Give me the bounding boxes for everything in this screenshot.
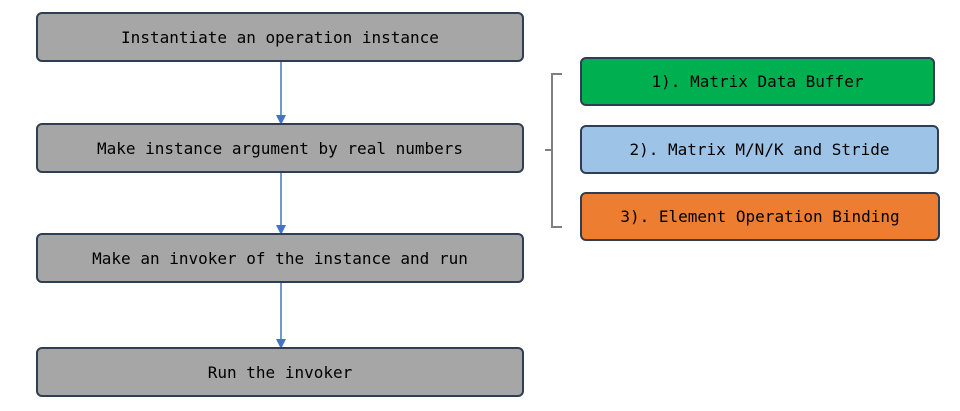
step-make-invoker-and-run: Make an invoker of the instance and run (36, 233, 524, 283)
argument-matrix-mnk-stride: 2). Matrix M/N/K and Stride (580, 125, 939, 174)
argument-bracket (545, 73, 562, 228)
argument-matrix-data-buffer: 1). Matrix Data Buffer (580, 57, 935, 106)
argument-element-operation-binding: 3). Element Operation Binding (580, 192, 940, 241)
step-make-instance-argument: Make instance argument by real numbers (36, 123, 524, 173)
step-run-invoker: Run the invoker (36, 347, 524, 397)
step-instantiate-operation: Instantiate an operation instance (36, 12, 524, 62)
